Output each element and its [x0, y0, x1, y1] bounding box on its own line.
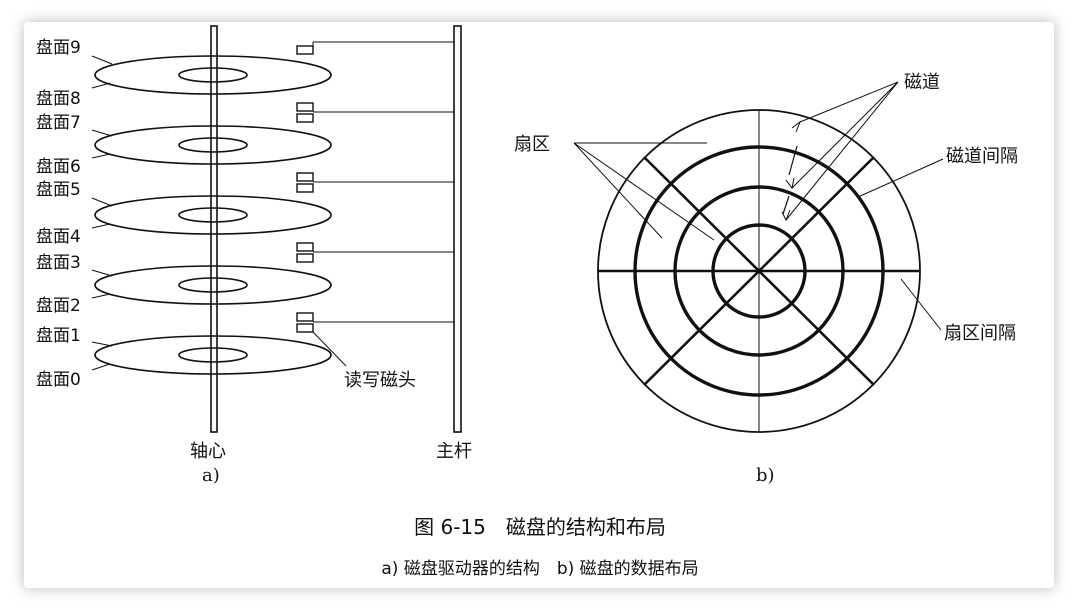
- disk-drive-structure: 盘面9 盘面8 盘面7 盘面6 盘面5 盘面4 盘面3 盘面2: [36, 25, 472, 486]
- read-write-head: [296, 242, 454, 263]
- disk-data-layout: 扇区 磁道 磁道间隔 扇区间隔 b): [514, 72, 1018, 486]
- tracks: [633, 145, 885, 397]
- read-write-head: [296, 172, 454, 193]
- track: [711, 223, 807, 319]
- sector-pointers: [573, 142, 715, 241]
- label-b: b): [756, 465, 775, 486]
- platter-surface-label: 盘面9 盘面8: [36, 38, 113, 109]
- platter-labels: 盘面9 盘面8 盘面7 盘面6 盘面5 盘面4 盘面3 盘面2: [36, 38, 113, 390]
- sector-label: 扇区: [514, 134, 550, 155]
- track-label: 磁道: [904, 72, 940, 93]
- figure-subtitle: a) 磁盘驱动器的结构 b) 磁盘的数据布局: [381, 559, 698, 579]
- read-write-heads: [296, 41, 454, 367]
- sector-gap-label: 扇区间隔: [944, 323, 1016, 344]
- svg-text:盘面6: 盘面6: [36, 157, 81, 177]
- svg-text:盘面1: 盘面1: [36, 326, 81, 346]
- figure-title: 图 6-15 磁盘的结构和布局: [414, 515, 666, 539]
- svg-text:盘面9: 盘面9: [36, 38, 81, 58]
- sector-gaps: [598, 156, 920, 386]
- platter-surface-label: 盘面5 盘面4: [36, 180, 113, 247]
- svg-text:盘面8: 盘面8: [36, 89, 81, 109]
- platter: [94, 265, 332, 305]
- track-pointers: [781, 81, 899, 222]
- track: [633, 145, 885, 397]
- arm-label: 主杆: [436, 441, 472, 462]
- svg-text:盘面3: 盘面3: [36, 253, 81, 273]
- head-label: 读写磁头: [344, 370, 416, 391]
- read-write-head: [296, 102, 454, 123]
- svg-text:盘面0: 盘面0: [36, 370, 81, 390]
- track-gap-arrows: [782, 145, 798, 215]
- platter: [94, 195, 332, 235]
- platters: [94, 55, 332, 375]
- main-arm: [453, 25, 462, 433]
- svg-text:盘面2: 盘面2: [36, 296, 81, 316]
- read-write-head: [296, 312, 454, 333]
- spindle-label: 轴心: [190, 441, 226, 462]
- platter-surface-label: 盘面7 盘面6: [36, 113, 113, 177]
- svg-text:盘面4: 盘面4: [36, 227, 81, 247]
- platter-surface-label: 盘面3 盘面2: [36, 253, 113, 316]
- read-write-head: [296, 41, 454, 55]
- label-a: a): [202, 465, 220, 486]
- track: [673, 185, 845, 357]
- sector-gap-pointer: [900, 278, 942, 331]
- platter: [94, 55, 332, 95]
- platter: [94, 335, 332, 375]
- platter-surface-label: 盘面1 盘面0: [36, 326, 113, 390]
- platter: [94, 125, 332, 165]
- track-gap-pointer: [857, 158, 944, 198]
- head-leader-line: [312, 331, 347, 367]
- track-gap-label: 磁道间隔: [946, 146, 1018, 167]
- svg-text:盘面7: 盘面7: [36, 113, 81, 133]
- svg-text:盘面5: 盘面5: [36, 180, 81, 200]
